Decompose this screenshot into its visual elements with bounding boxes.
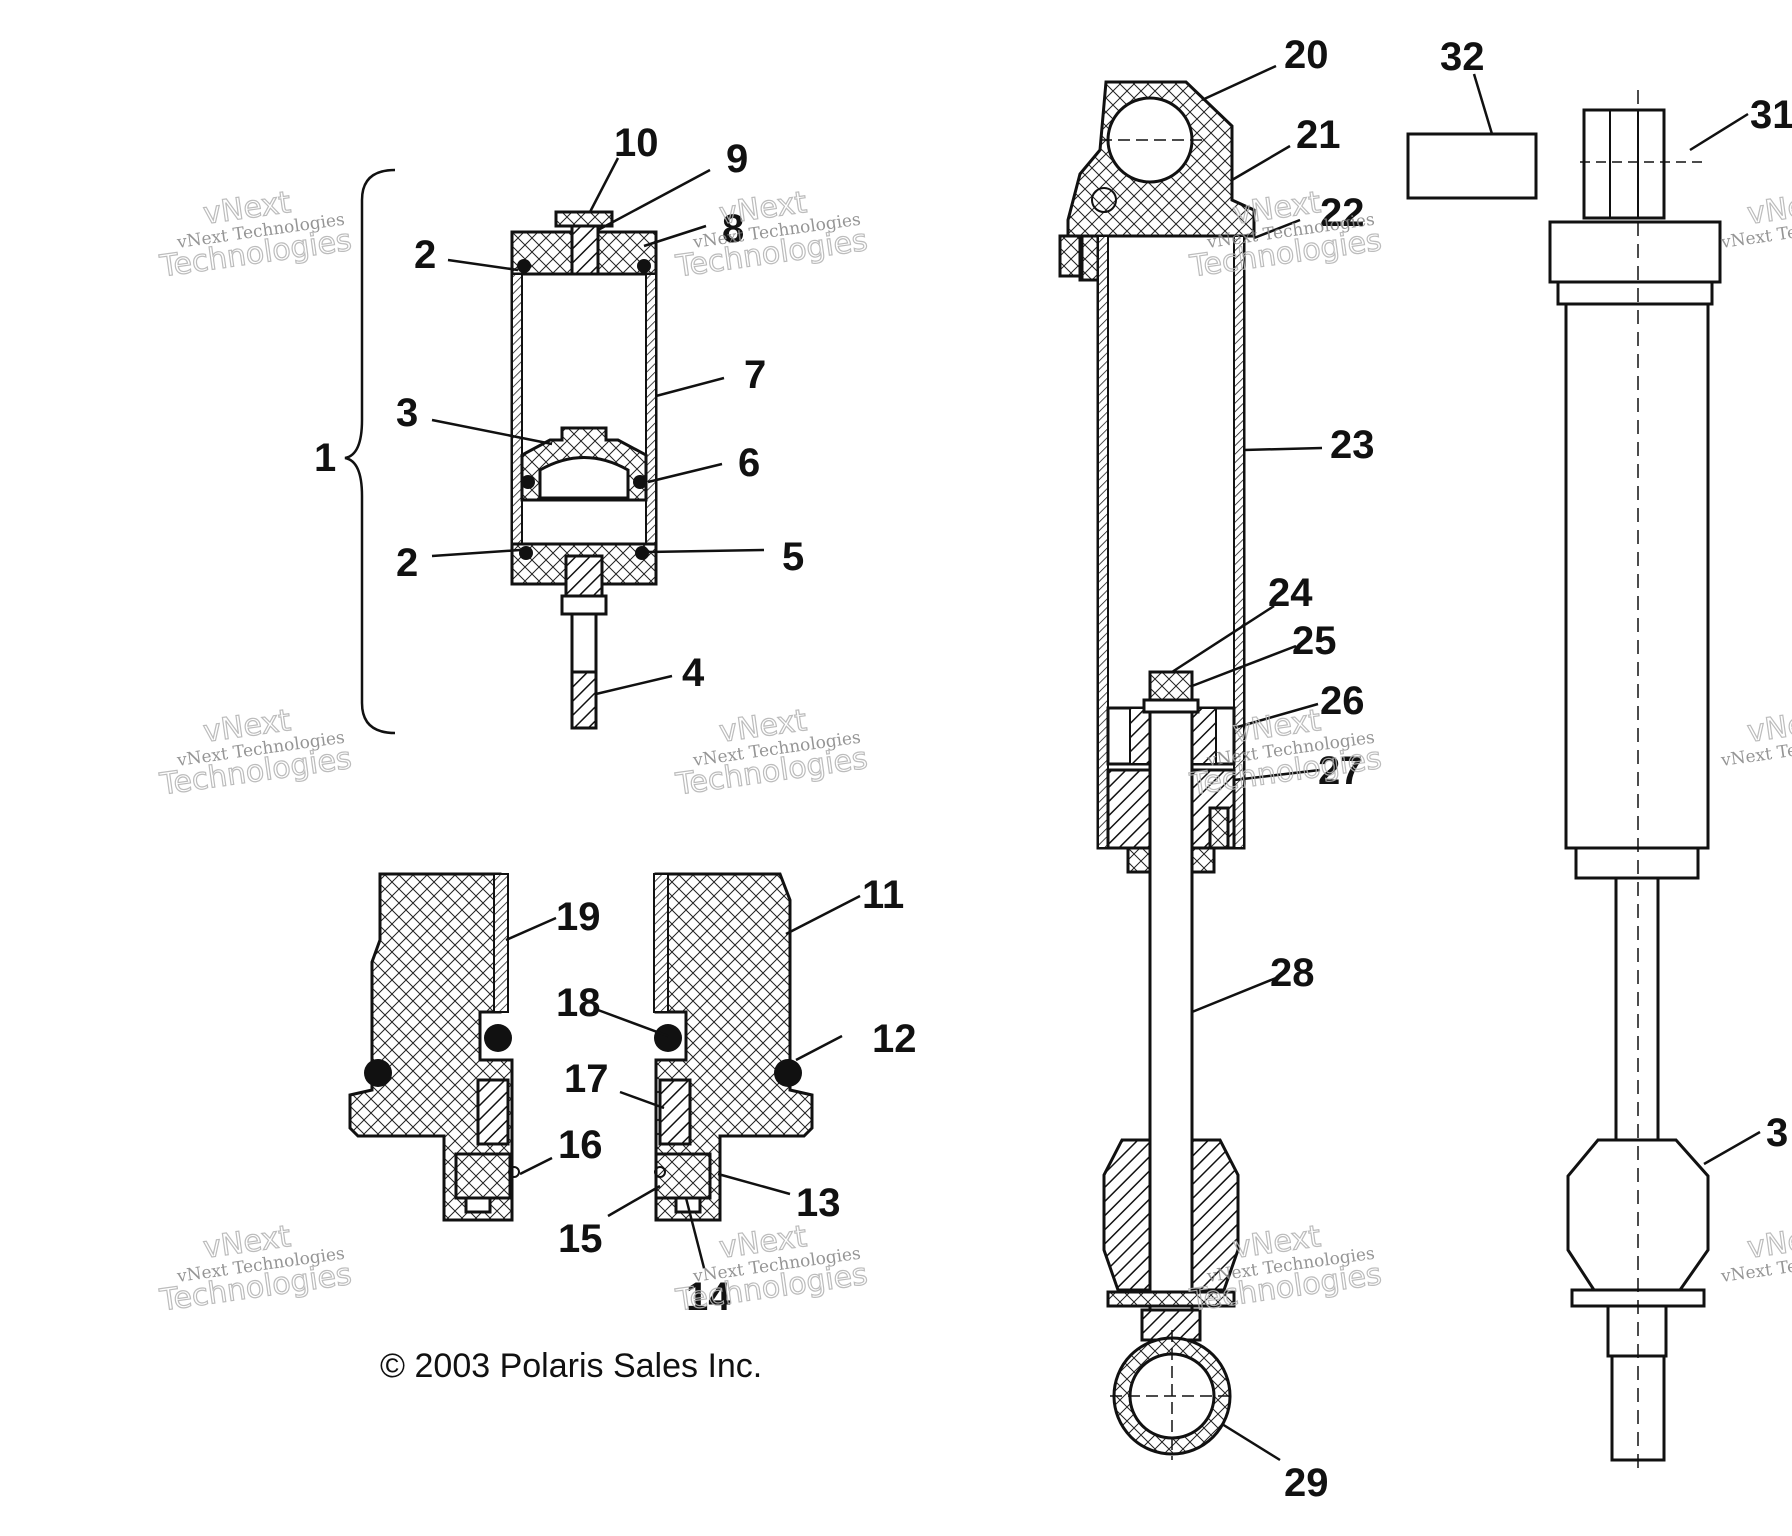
shock-body-side [1564,302,1710,850]
watermark: vNext vNext Technologies [1719,184,1792,253]
seal-head-right [654,872,814,1222]
callout-12: 12 [872,1017,917,1061]
callout-29: 29 [1284,1461,1329,1505]
callout-6: 6 [738,441,760,485]
watermark: vNext vNext Technologies Technologies [672,184,870,285]
shock-side-view [1548,90,1722,1470]
reservoir-assembly [344,168,658,735]
callout-20: 20 [1284,33,1329,77]
hose-adapter [570,612,598,674]
assembly-brace [344,168,396,735]
outer-o-ring-right [774,1059,802,1087]
wiper-left [454,1152,512,1200]
seal-head-detail [348,872,814,1222]
callout-14: 14 [686,1275,731,1319]
leader-lines [431,64,1761,1462]
o-ring-top-left [517,259,531,273]
callout-25: 25 [1292,619,1337,663]
rod-seal-right [658,1078,692,1146]
callout-21: 21 [1296,113,1341,157]
watermark: vNext vNext Technologies Technologies [156,184,354,285]
piston-seal-right [633,475,647,489]
top-mount-side [1582,108,1666,220]
callout-22: 22 [1320,191,1365,235]
copyright-notice: © 2003 Polaris Sales Inc. [380,1347,762,1385]
body-wall-right [645,273,657,585]
threaded-end [570,670,598,730]
shaft [1148,710,1194,1312]
callout-2-bottom: 2 [396,541,418,585]
shock-cutaway [1058,80,1256,1460]
callout-28: 28 [1270,951,1315,995]
callout-4: 4 [682,651,705,695]
callout-15: 15 [558,1217,603,1261]
bump-stop [1102,1138,1152,1292]
callout-8: 8 [722,207,744,251]
bushing-left [493,873,509,1013]
callout-19: 19 [556,895,601,939]
callout-1: 1 [314,436,336,480]
watermark: vNext vNext Technologies Technologies [156,702,354,803]
bushing-right [653,873,669,1013]
callout-3: 3 [396,391,418,435]
outer-o-ring-left [364,1059,392,1087]
callout-23: 23 [1330,423,1375,467]
callout-5: 5 [782,535,804,579]
seal-head-left [348,872,514,1222]
callout-24: 24 [1268,571,1313,615]
callout-27: 27 [1318,749,1363,793]
callout-11: 11 [862,873,904,917]
watermark: vNext vNext Technologies Technologies [672,702,870,803]
callout-10: 10 [614,121,659,165]
callout-7: 7 [744,353,766,397]
hose-fitting [564,554,604,598]
watermark: vNext vNext Technologies [1719,1218,1792,1287]
o-ring-top-right [637,259,651,273]
rod-o-ring-right [654,1024,682,1052]
rod-seal-left [476,1078,510,1146]
callout-16: 16 [558,1123,603,1167]
callout-labels: 1 2 2 3 4 5 6 7 8 9 10 11 12 13 14 15 16… [314,33,1792,1505]
callout-13: 13 [796,1181,841,1225]
callout-31: 31 [1750,93,1792,137]
watermark: vNext vNext Technologies [1719,702,1792,771]
watermark: vNext vNext Technologies Technologies [156,1218,354,1319]
piston-seal-left [521,475,535,489]
callout-2-top: 2 [414,233,436,277]
callout-18: 18 [556,981,601,1025]
callout-3-side: 3 [1766,1111,1788,1155]
callout-17: 17 [564,1057,609,1101]
rod-o-ring-left [484,1024,512,1052]
body-wall-left [511,273,523,585]
valve-cap [554,210,614,228]
shaft-side [1614,876,1660,1142]
callout-9: 9 [726,137,748,181]
bushing-sleeve [1406,132,1538,200]
callout-32: 32 [1440,35,1485,79]
watermark: vNext vNext Technologies Technologies [672,1218,870,1319]
callout-26: 26 [1320,679,1365,723]
bump-washer [1106,1290,1236,1308]
watermarks: vNext vNext Technologies Technologies vN… [156,184,1792,1319]
